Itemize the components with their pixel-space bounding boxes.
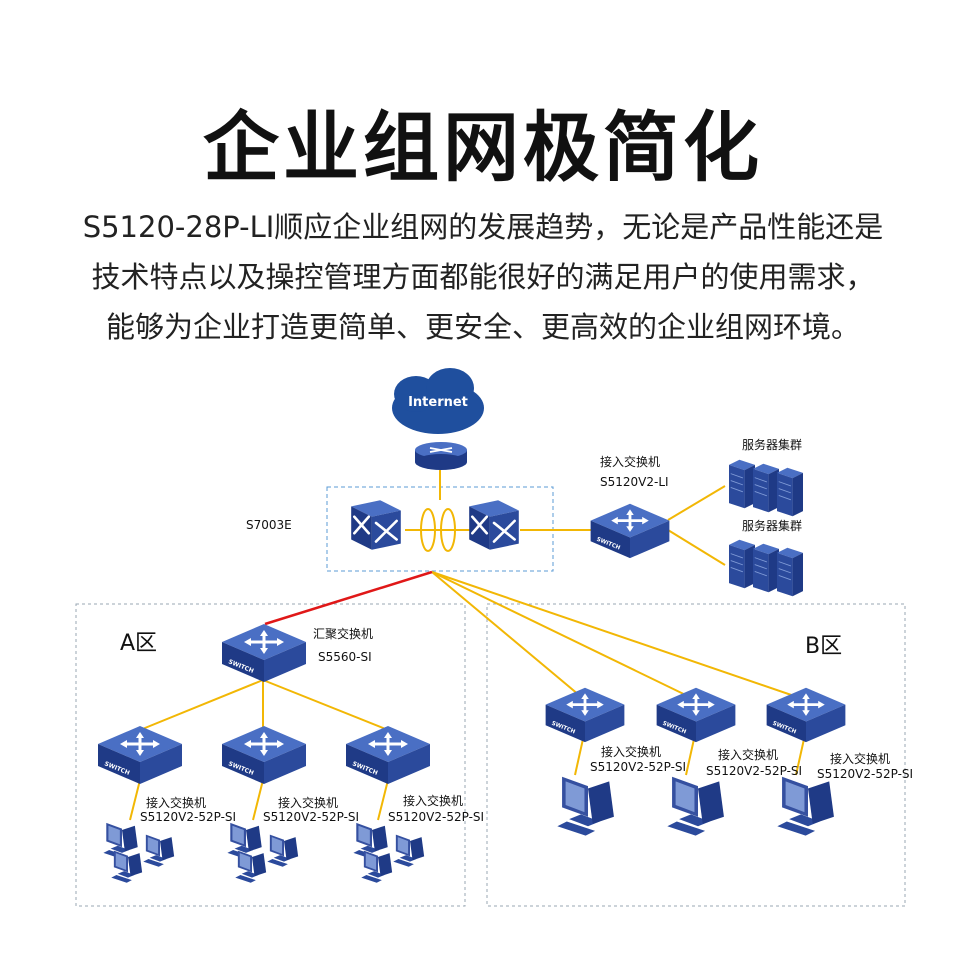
access-b2-name: 接入交换机 [718,748,779,762]
pc-b2-icon [667,776,724,836]
aggregation-name: 汇聚交换机 [313,627,374,641]
description-line-3: 能够为企业打造更简单、更安全、更高效的企业组网环境。 [105,310,860,344]
access-a1-name: 接入交换机 [146,796,207,810]
access-switch-a3-icon [346,724,430,786]
server-cluster-2-label: 服务器集群 [742,519,803,533]
access-a2-name: 接入交换机 [278,796,339,810]
aggregation-switch-icon [222,622,306,684]
access-switch-b3-icon [766,686,846,744]
access-b3-name: 接入交换机 [830,752,891,766]
pc-group-a1-icon [103,822,175,883]
description-line-2: 技术特点以及操控管理方面都能很好的满足用户的使用需求， [91,260,875,294]
access-b1-model: S5120V2-52P-SI [590,760,687,774]
uplink-red [264,570,433,626]
access-b2-model: S5120V2-52P-SI [706,764,803,778]
description-line-1: S5120-28P-LI顺应企业组网的发展趋势，无论是产品性能还是 [82,210,884,244]
page-title: 企业组网极简化 [203,103,763,192]
access-a3-model: S5120V2-52P-SI [388,810,485,824]
access-b3-model: S5120V2-52P-SI [817,767,914,781]
pc-group-a3-icon [353,822,425,883]
pc-b1-icon [557,776,614,836]
access-switch-b1-icon [545,686,625,744]
server-cluster-1-icon [728,459,804,517]
pc-group-a2-icon [227,822,299,883]
access-a1-model: S5120V2-52P-SI [140,810,237,824]
server-cluster-2-icon [728,539,804,597]
access-top-name: 接入交换机 [600,455,661,469]
core-switch-1-icon [349,498,403,552]
pc-b3-icon [777,776,834,836]
access-b1-name: 接入交换机 [601,745,662,759]
core-switch-2-icon [467,498,521,552]
access-switch-a2-icon [222,724,306,786]
core-switch-label: S7003E [246,518,292,532]
access-switch-b2-icon [656,686,736,744]
zone-a-frame [75,603,466,907]
zone-a-label: A区 [120,631,158,656]
access-switch-top-icon [590,502,670,560]
access-switch-a1-icon [98,724,182,786]
server-cluster-1-label: 服务器集群 [742,438,803,452]
access-top-model: S5120V2-LI [600,475,669,489]
access-a2-model: S5120V2-52P-SI [263,810,360,824]
internet-cloud-icon: Internet [392,368,484,434]
zone-b-label: B区 [805,634,843,659]
router-icon [415,442,467,470]
access-a3-name: 接入交换机 [403,794,464,808]
internet-label: Internet [408,395,468,410]
aggregation-model: S5560-SI [318,650,372,664]
